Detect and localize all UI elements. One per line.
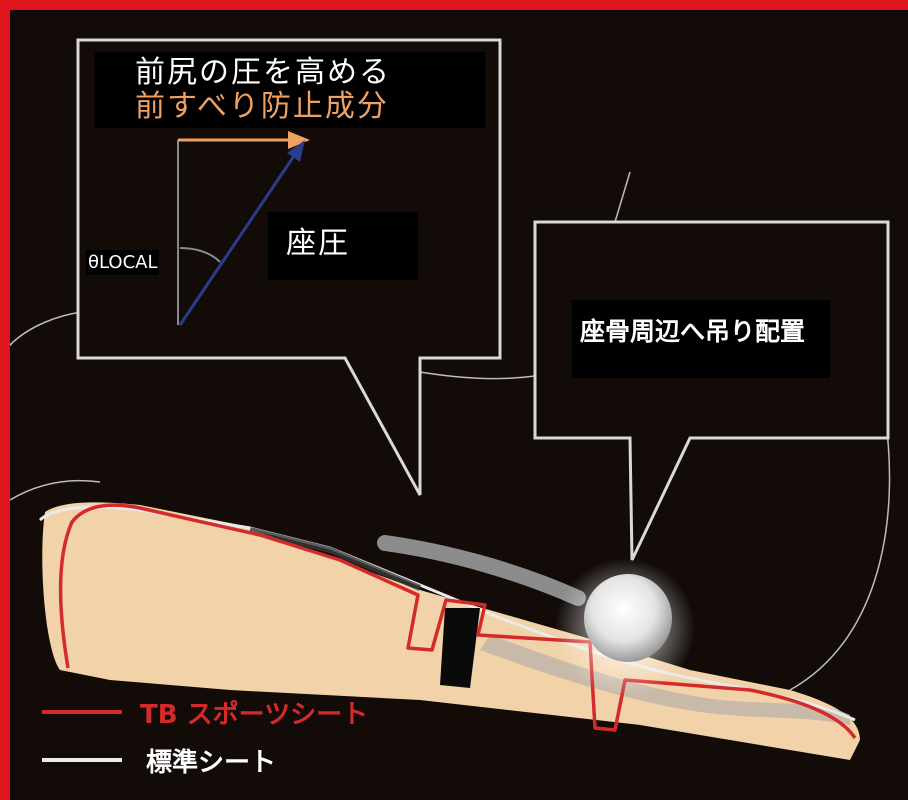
legend-standard-label: 標準シート bbox=[146, 748, 277, 778]
body-outline-mid bbox=[419, 371, 536, 380]
cushion-slot bbox=[440, 608, 480, 688]
body-outline-left bbox=[9, 311, 83, 346]
frame-tick bbox=[0, 343, 12, 346]
seat-pressure-label: 座圧 bbox=[268, 212, 418, 280]
callout-line2-text: 前すべり防止成分 bbox=[95, 90, 485, 128]
cushion-shadow bbox=[480, 635, 850, 725]
tb-sport-seat-line bbox=[58, 503, 857, 739]
seat-bone-pad bbox=[377, 535, 586, 606]
pressure-arrowhead bbox=[287, 140, 305, 162]
seat-pressure-vector bbox=[178, 149, 300, 326]
seat-bevel-dark bbox=[249, 527, 422, 591]
legend-tb-sport-label: TB スポーツシート bbox=[140, 700, 369, 730]
body-outline-lower-left bbox=[9, 479, 101, 501]
body-outline-top bbox=[614, 171, 631, 223]
body-outline-right bbox=[789, 414, 891, 691]
angle-arc bbox=[179, 247, 221, 263]
angle-label: θLOCAL bbox=[86, 250, 160, 275]
horizontal-arrowhead bbox=[288, 131, 310, 149]
ischium-ball bbox=[584, 574, 672, 662]
callout-line1-text: 前尻の圧を高める bbox=[95, 52, 485, 90]
callout-right-text: 座骨周辺へ吊り配置 bbox=[572, 300, 830, 378]
